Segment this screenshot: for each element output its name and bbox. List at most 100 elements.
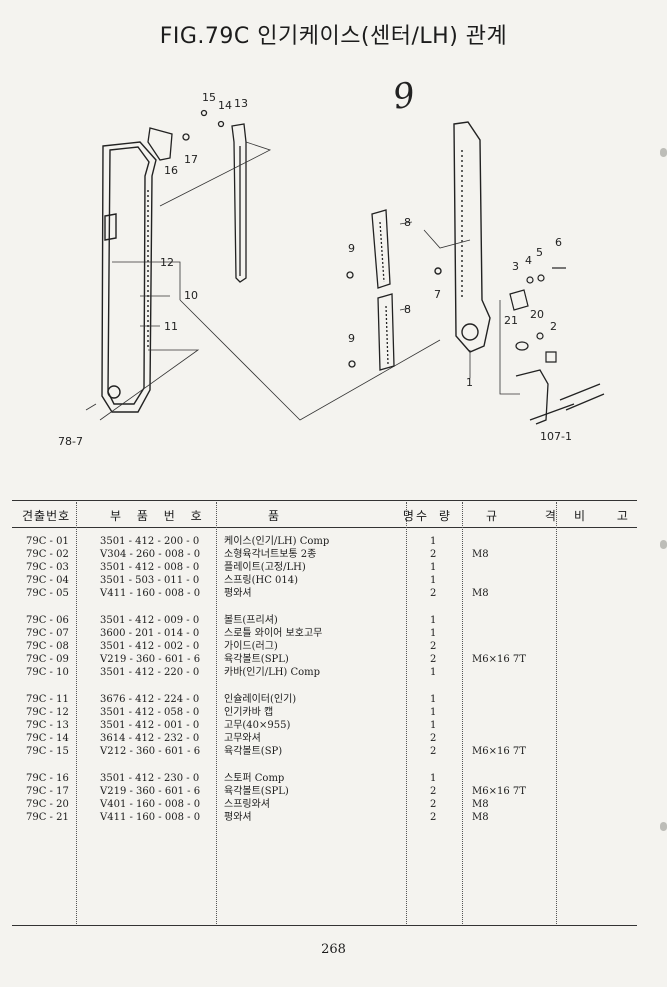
- part-number-cell: 3600 - 201 - 014 - 0: [100, 628, 200, 639]
- header-spec: 규 격: [486, 509, 578, 523]
- part-name-cell: 소형육각너트보통 2종: [224, 549, 317, 560]
- quantity-cell: 1: [430, 536, 437, 547]
- callout-14: 14: [218, 99, 232, 112]
- part-name-cell: 평와셔: [224, 812, 252, 823]
- callout-8b: 8: [404, 303, 411, 316]
- header-remarks: 비 고: [574, 509, 642, 523]
- header-quantity: 수 량: [416, 509, 454, 523]
- quantity-cell: 1: [430, 720, 437, 731]
- stopper-part: [147, 109, 225, 161]
- spec-cell: M8: [472, 588, 489, 599]
- callout-16: 16: [164, 164, 178, 177]
- quantity-cell: 2: [430, 799, 437, 810]
- part-number-cell: 3676 - 412 - 224 - 0: [100, 694, 200, 705]
- ref-no-cell: 79C - 04: [26, 575, 69, 586]
- part-name-cell: 플레이트(고정/LH): [224, 562, 306, 573]
- quantity-cell: 1: [430, 707, 437, 718]
- part-number-cell: 3501 - 412 - 220 - 0: [100, 667, 200, 678]
- spec-cell: M8: [472, 799, 489, 810]
- ref-no-cell: 79C - 03: [26, 562, 69, 573]
- table-header-rule: [12, 527, 637, 528]
- quantity-cell: 2: [430, 733, 437, 744]
- ref-no-cell: 79C - 21: [26, 812, 69, 823]
- part-number-cell: 3501 - 412 - 002 - 0: [100, 641, 200, 652]
- part-number-cell: V219 - 360 - 601 - 6: [100, 786, 201, 797]
- quantity-cell: 1: [430, 562, 437, 573]
- case-cover-part: [101, 141, 157, 413]
- callout-21: 21: [504, 314, 518, 327]
- ref-no-cell: 79C - 12: [26, 707, 69, 718]
- part-number-cell: 3501 - 412 - 001 - 0: [100, 720, 200, 731]
- quantity-cell: 2: [430, 641, 437, 652]
- part-number-cell: V401 - 160 - 008 - 0: [100, 799, 201, 810]
- part-name-cell: 고무(40×955): [224, 720, 291, 731]
- page-number: 268: [321, 942, 346, 957]
- part-name-cell: 카바(인기/LH) Comp: [224, 667, 321, 678]
- part-name-cell: 스프링(HC 014): [224, 575, 299, 586]
- leader-lines-right: [399, 221, 520, 395]
- quantity-cell: 2: [430, 654, 437, 665]
- column-divider: [76, 502, 77, 924]
- callout-6: 6: [555, 236, 562, 249]
- callout-10: 10: [184, 289, 198, 302]
- part-name-cell: 볼트(프리셔): [224, 615, 278, 626]
- rubber-strip-part: [231, 123, 247, 283]
- callout-9b: 9: [348, 332, 355, 345]
- callout-1: 1: [466, 376, 473, 389]
- callout-12: 12: [160, 256, 174, 269]
- exploded-parts-diagram: 9: [58, 75, 605, 448]
- spec-cell: M6×16 7T: [472, 746, 526, 757]
- header-part-name: 품 명: [268, 509, 474, 523]
- callout-13: 13: [234, 97, 248, 110]
- part-number-cell: 3501 - 503 - 011 - 0: [100, 575, 200, 586]
- callout-17: 17: [184, 153, 198, 166]
- fixed-plate-part: [434, 121, 491, 353]
- part-number-cell: V411 - 160 - 008 - 0: [100, 812, 201, 823]
- callout-15: 15: [202, 91, 216, 104]
- callout-2: 2: [550, 320, 557, 333]
- ref-no-cell: 79C - 08: [26, 641, 69, 652]
- part-number-cell: 3614 - 412 - 232 - 0: [100, 733, 200, 744]
- part-name-cell: 스토퍼 Comp: [224, 773, 285, 784]
- guide-part: [346, 209, 395, 371]
- handwritten-note: 9: [390, 75, 418, 118]
- callout-78-7: 78-7: [58, 435, 83, 448]
- binder-hole: [660, 540, 667, 549]
- ref-no-cell: 79C - 17: [26, 786, 69, 797]
- quantity-cell: 1: [430, 628, 437, 639]
- spec-cell: M6×16 7T: [472, 786, 526, 797]
- callout-9a: 9: [348, 242, 355, 255]
- part-name-cell: 케이스(인기/LH) Comp: [224, 536, 330, 547]
- part-name-cell: 인슐레이터(인기): [224, 694, 297, 705]
- part-number-cell: V219 - 360 - 601 - 6: [100, 654, 201, 665]
- part-name-cell: 가이드(러그): [224, 641, 278, 652]
- ref-no-cell: 79C - 20: [26, 799, 69, 810]
- quantity-cell: 2: [430, 549, 437, 560]
- quantity-cell: 2: [430, 746, 437, 757]
- quantity-cell: 1: [430, 615, 437, 626]
- part-name-cell: 육각볼트(SP): [224, 746, 283, 757]
- part-name-cell: 육각볼트(SPL): [224, 786, 289, 797]
- part-number-cell: 3501 - 412 - 058 - 0: [100, 707, 200, 718]
- callout-4: 4: [525, 254, 532, 267]
- column-divider: [216, 502, 217, 924]
- callout-3: 3: [512, 260, 519, 273]
- part-number-cell: 3501 - 412 - 230 - 0: [100, 773, 200, 784]
- table-bottom-rule: [12, 925, 637, 926]
- binder-hole: [660, 822, 667, 831]
- callout-11: 11: [164, 320, 178, 333]
- part-name-cell: 스프링와셔: [224, 799, 270, 810]
- callout-7: 7: [434, 288, 441, 301]
- callout-107-1: 107-1: [540, 430, 572, 443]
- part-name-cell: 육각볼트(SPL): [224, 654, 289, 665]
- column-divider: [462, 502, 463, 924]
- part-name-cell: 스로틀 와이어 보호고무: [224, 628, 323, 639]
- ref-no-cell: 79C - 09: [26, 654, 69, 665]
- column-divider: [556, 502, 557, 924]
- part-name-cell: 인기카바 캡: [224, 707, 274, 718]
- part-name-cell: 고무와셔: [224, 733, 261, 744]
- ref-no-cell: 79C - 05: [26, 588, 69, 599]
- ref-no-cell: 79C - 02: [26, 549, 69, 560]
- table-top-rule: [12, 500, 637, 501]
